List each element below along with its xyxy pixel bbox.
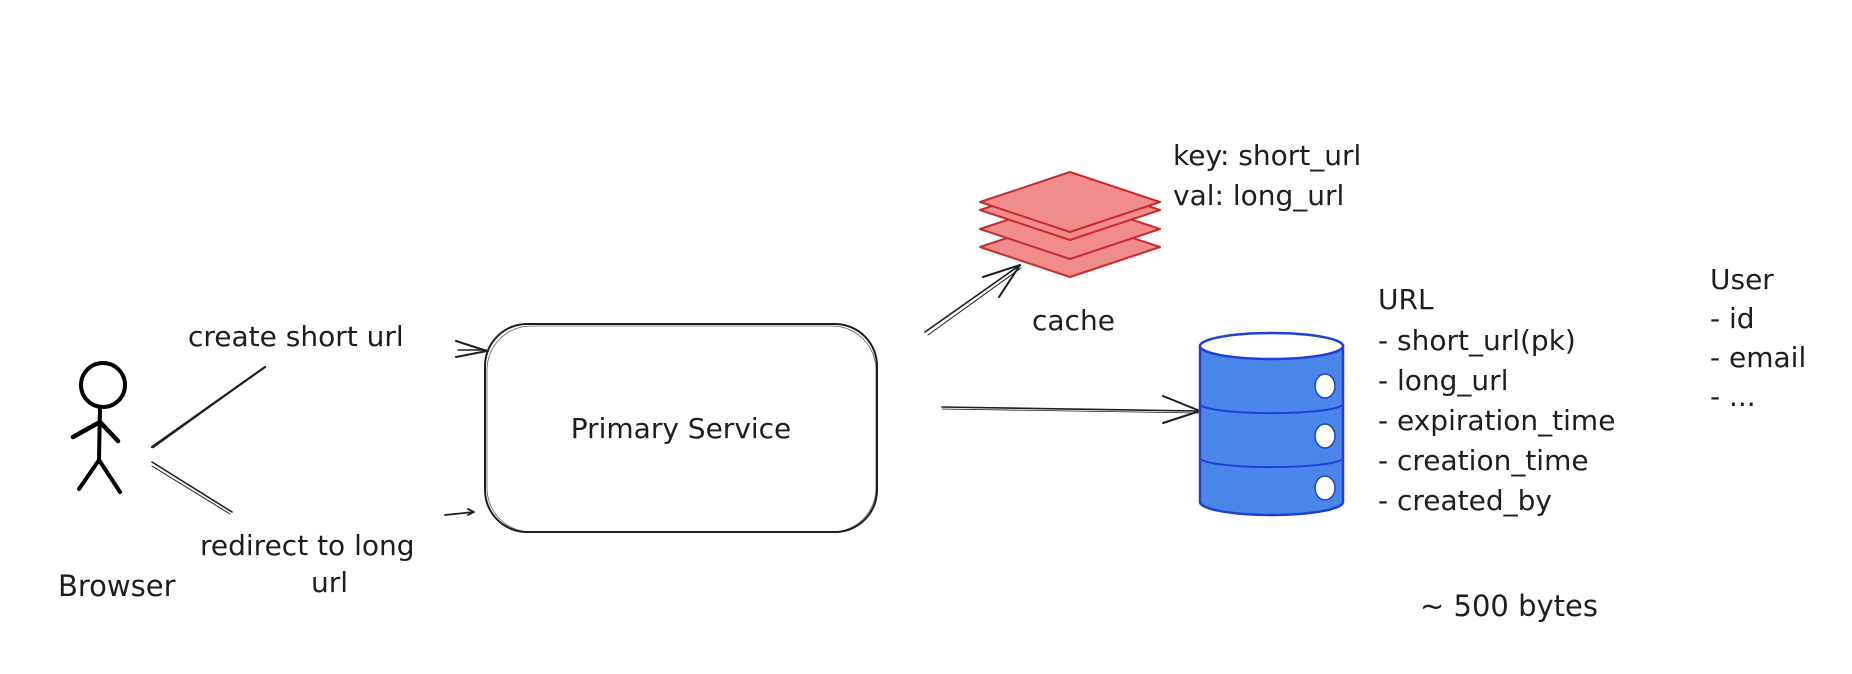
db-indicator-dot [1314,373,1336,399]
cache-layer [979,171,1161,233]
db-segment-line [1199,457,1344,469]
redirect-arrow-line-2 [151,465,231,515]
url-field: - long_url [1378,364,1508,397]
db-top [1198,331,1345,361]
url-table: URL - short_url(pk) - long_url - expiratio… [1378,283,1615,517]
user-table-title: User [1710,263,1774,296]
redirect-arrow[interactable] [151,461,475,516]
user-field: - email [1710,341,1806,374]
primary-service-node[interactable]: Primary Service [484,323,878,533]
url-field: - creation_time [1378,444,1589,477]
url-field: - short_url(pk) [1378,324,1576,357]
db-arrow-line-2 [941,408,1199,414]
primary-service-box-sketch [486,325,877,533]
service-to-cache-arrow[interactable] [924,264,1022,336]
actor-left-arm [70,419,103,440]
browser-label: Browser [58,569,176,603]
actor-left-leg [77,458,101,491]
actor-right-arm [97,419,121,444]
redirect-arrow-tail [444,508,475,516]
create-arrow-head [455,340,488,358]
redirect-arrow-line [151,461,233,513]
create-short-url-label: create short url [188,320,404,353]
url-field: - expiration_time [1378,404,1615,437]
db-segment-line [1199,403,1344,415]
database-node[interactable] [1198,331,1345,517]
record-size-note: ~ 500 bytes [1420,589,1598,623]
cache-arrow-line-2 [927,267,1022,336]
url-table-title: URL [1378,283,1434,316]
db-arrow-line [941,406,1199,412]
actor-right-leg [97,458,122,494]
db-indicator-dot [1314,423,1336,449]
cache-arrow-line [924,264,1021,333]
cache-arrow-head [982,264,1021,298]
service-to-database-arrow[interactable] [941,395,1201,424]
db-arrow-head [1162,395,1201,424]
cache-label: cache [1032,304,1115,337]
url-field: - created_by [1378,484,1552,517]
db-body [1198,344,1345,517]
create-arrow-line [150,365,267,449]
actor-head [79,361,127,409]
user-field: - ... [1710,380,1756,413]
cache-key-note: key: short_url [1173,139,1361,172]
user-field: - id [1710,302,1755,335]
cache-node[interactable] [979,171,1161,278]
browser-actor[interactable] [70,361,127,494]
cache-val-note: val: long_url [1173,179,1344,212]
redirect-label-line1: redirect to long [200,529,415,562]
actor-body [97,405,102,462]
db-indicator-dot [1314,475,1336,501]
create-short-url-arrow[interactable] [150,340,488,449]
user-table: User - id - email - ... [1710,263,1806,413]
redirect-label-line2: url [311,566,348,599]
primary-service-label: Primary Service [571,412,792,445]
create-arrow-line-2 [152,367,265,449]
